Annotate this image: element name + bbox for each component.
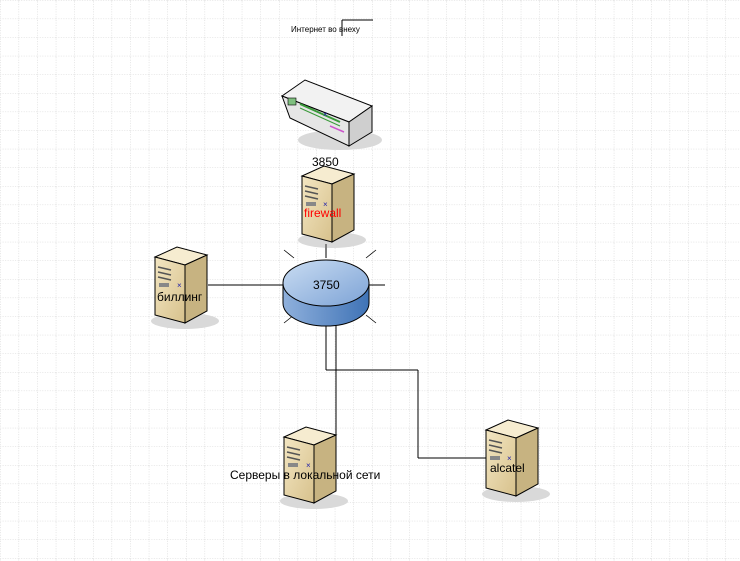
firewall-label: firewall xyxy=(304,206,342,220)
billing-label: биллинг xyxy=(157,290,203,304)
internet-label: Интернет во внеху xyxy=(291,25,360,34)
core-switch-3750-icon[interactable] xyxy=(282,244,377,327)
firewall-server-icon[interactable]: × xyxy=(297,165,367,249)
svg-text:×: × xyxy=(306,461,311,470)
svg-text:×: × xyxy=(177,281,182,290)
billing-server-icon[interactable]: × xyxy=(150,246,220,330)
svg-text:×: × xyxy=(507,454,512,463)
svg-text:×: × xyxy=(323,200,328,209)
alcatel-server-icon[interactable]: × xyxy=(481,419,551,503)
router-3850-icon[interactable]: × xyxy=(280,79,382,150)
alcatel-label: alcatel xyxy=(490,461,525,475)
switch-3850-label: 3850 xyxy=(312,155,339,169)
local-servers-label: Серверы в локальной сети xyxy=(230,468,381,482)
local-servers-icon[interactable]: × xyxy=(279,426,349,510)
core-3750-label: 3750 xyxy=(313,278,340,292)
svg-text:×: × xyxy=(323,110,328,119)
